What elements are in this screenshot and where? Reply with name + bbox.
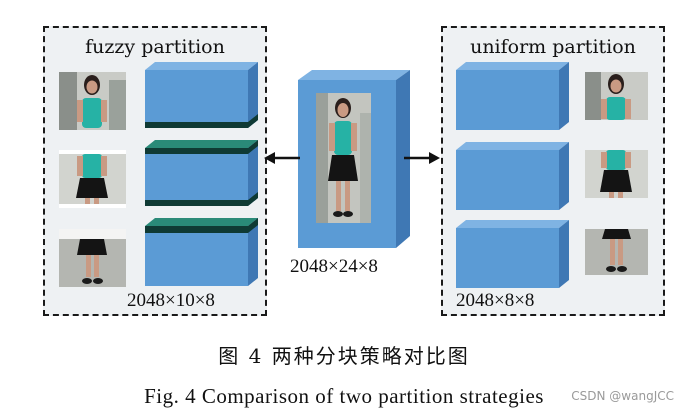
uniform-part-image-3 xyxy=(585,229,648,275)
fuzzy-partition-title: fuzzy partition xyxy=(85,36,225,58)
uniform-part-image-2 xyxy=(585,150,648,198)
fuzzy-feature-block-2 xyxy=(145,140,258,206)
fuzzy-feature-block-1 xyxy=(145,62,258,128)
arrow-right-icon xyxy=(404,152,440,164)
full-pedestrian-image xyxy=(316,93,371,223)
fuzzy-partition-dimension: 2048×10×8 xyxy=(127,290,215,311)
figure-caption-chinese: 图 4 两种分块策略对比图 xyxy=(218,344,470,368)
fuzzy-part-image-1 xyxy=(59,72,126,130)
uniform-feature-block-1 xyxy=(456,62,569,130)
uniform-feature-block-3 xyxy=(456,220,569,288)
uniform-partition-dimension: 2048×8×8 xyxy=(456,290,535,311)
arrow-left-icon xyxy=(264,152,300,164)
uniform-feature-block-2 xyxy=(456,142,569,210)
uniform-partition-title: uniform partition xyxy=(470,36,636,58)
global-feature-dimension: 2048×24×8 xyxy=(290,256,378,277)
fuzzy-feature-block-3 xyxy=(145,218,258,286)
figure-caption-english: Fig. 4 Comparison of two partition strat… xyxy=(144,384,544,408)
fuzzy-part-image-3 xyxy=(59,229,126,287)
fuzzy-part-image-2 xyxy=(59,150,126,208)
uniform-part-image-1 xyxy=(585,72,648,120)
csdn-watermark: CSDN @wangJCC xyxy=(571,389,674,403)
